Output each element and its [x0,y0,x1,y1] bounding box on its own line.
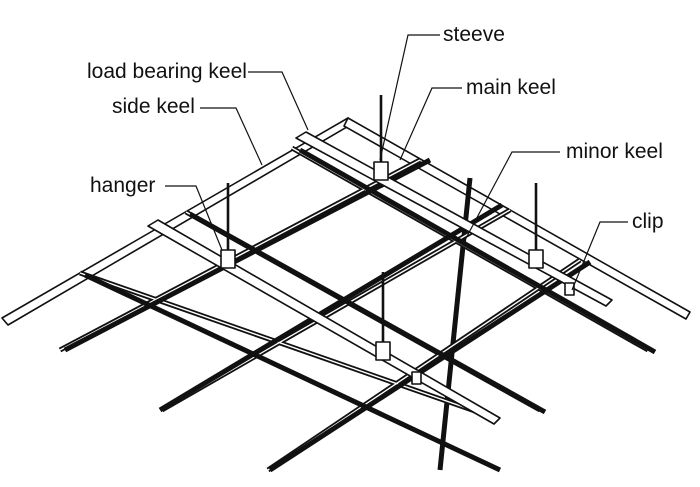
label-load-bearing-keel: load bearing keel [87,60,247,83]
leader-lines [165,34,628,291]
label-clip: clip [632,210,664,233]
keel-lattice [63,147,657,473]
label-side-keel: side keel [112,95,195,118]
label-hanger: hanger [90,174,155,197]
label-main-keel: main keel [466,76,556,99]
clip-marks [411,282,575,385]
label-minor-keel: minor keel [566,140,663,163]
label-steeve: steeve [443,23,505,46]
side-keel-frame [1,117,691,326]
